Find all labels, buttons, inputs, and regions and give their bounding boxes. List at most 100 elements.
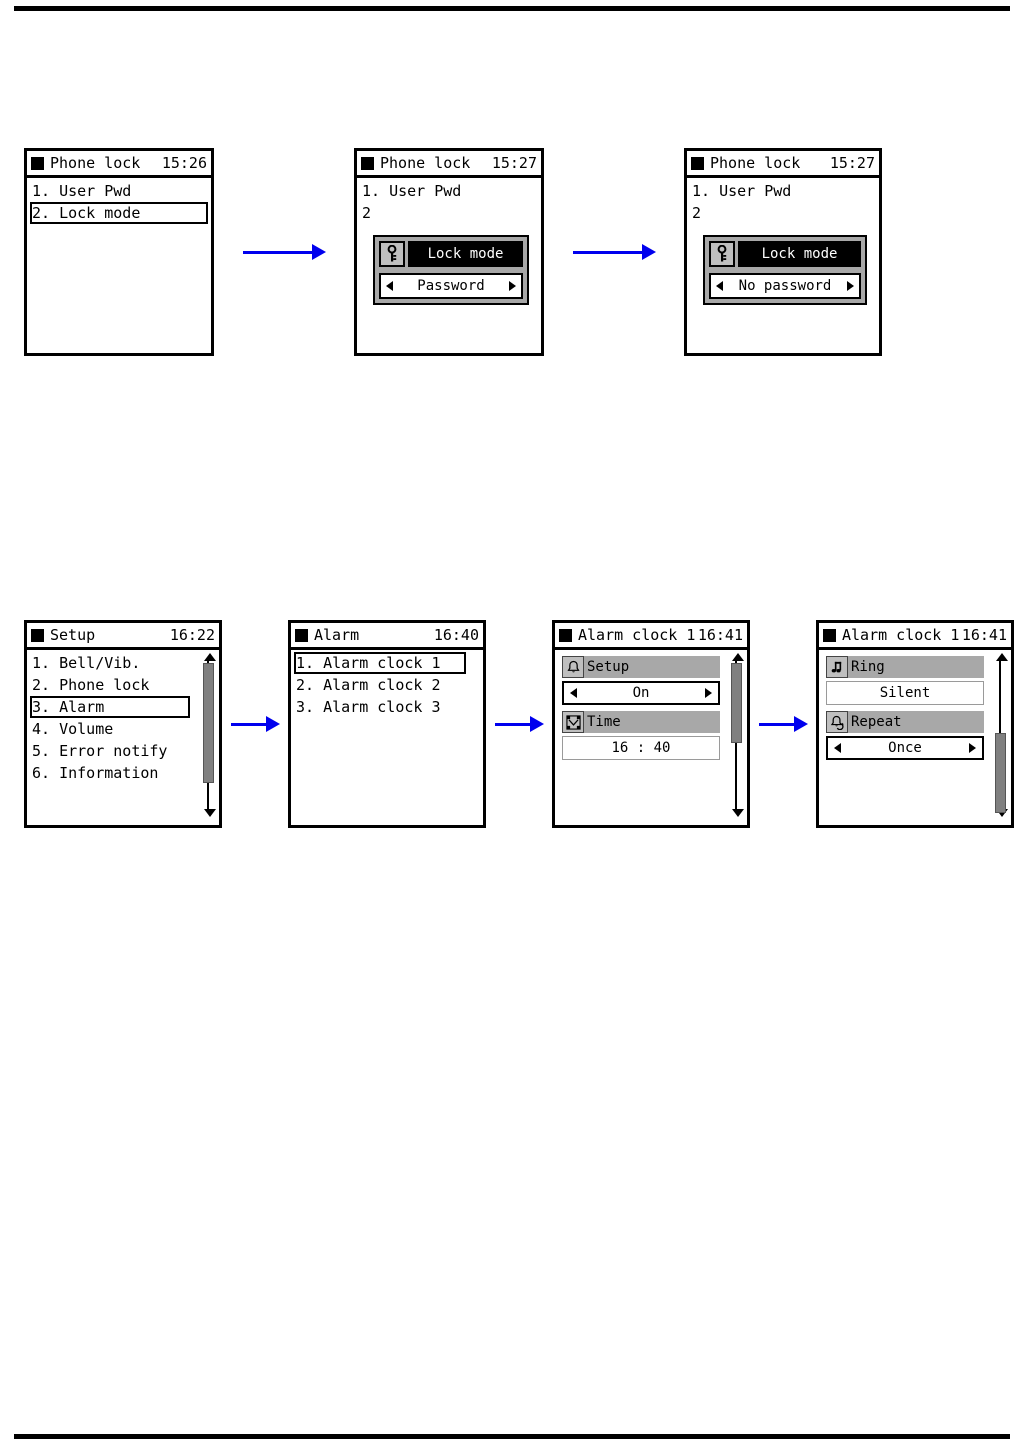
lock-mode-selector[interactable]: No password xyxy=(709,273,861,299)
menu-list: 1. User Pwd 2. Lock mode xyxy=(30,180,208,224)
bell-icon xyxy=(562,656,584,678)
repeat-selector[interactable]: Once xyxy=(826,736,984,760)
list-item[interactable]: 1. User Pwd xyxy=(692,181,792,200)
menu-list: 1. Alarm clock 1 2. Alarm clock 2 3. Ala… xyxy=(294,652,466,718)
arrow-head-icon xyxy=(265,716,280,732)
list-item[interactable]: 1. User Pwd xyxy=(362,181,462,200)
field-label-time: Time xyxy=(562,711,720,733)
status-time: 15:26 xyxy=(161,153,207,172)
lock-mode-dialog[interactable]: Lock mode No password xyxy=(703,235,867,305)
scroll-thumb[interactable] xyxy=(731,663,742,743)
screen-alarm-menu[interactable]: Alarm 16:40 1. Alarm clock 1 2. Alarm cl… xyxy=(288,620,486,828)
scroll-down-arrow-icon[interactable] xyxy=(731,809,744,817)
time-value: 16 : 40 xyxy=(611,740,671,756)
scrollbar[interactable] xyxy=(731,653,744,817)
status-square-icon xyxy=(361,156,374,170)
prev-arrow-icon[interactable] xyxy=(570,688,577,698)
sidebar-item-information[interactable]: 6. Information xyxy=(32,763,159,782)
sidebar-item-error-notify[interactable]: 5. Error notify xyxy=(32,741,168,760)
ring-value: Silent xyxy=(879,685,931,701)
dialog-title: Lock mode xyxy=(738,241,861,267)
flow-arrow xyxy=(222,620,288,828)
list-item-selected[interactable]: 2. Lock mode xyxy=(30,202,208,224)
screen-body: 1. Alarm clock 1 2. Alarm clock 2 3. Ala… xyxy=(291,650,483,825)
scroll-thumb[interactable] xyxy=(995,733,1006,813)
scroll-down-arrow-icon[interactable] xyxy=(995,809,1008,817)
sidebar-item-alarm[interactable]: 3. Alarm xyxy=(30,696,190,718)
setup-value: On xyxy=(632,685,650,701)
ring-value-field[interactable]: Silent xyxy=(826,681,984,705)
prev-arrow-icon[interactable] xyxy=(834,743,841,753)
sidebar-item-volume[interactable]: 4. Volume xyxy=(32,719,114,738)
list-item[interactable]: 2 xyxy=(692,203,702,222)
dialog-header: Lock mode xyxy=(379,241,523,267)
setup-selector[interactable]: On xyxy=(562,681,720,705)
screen-phone-lock-menu[interactable]: Phone lock 15:26 1. User Pwd 2. Lock mod… xyxy=(24,148,214,356)
screen-body: 1. Bell/Vib. 2. Phone lock 3. Alarm 4. V… xyxy=(27,650,219,825)
screen-lock-mode-no-password[interactable]: Phone lock 15:27 1. User Pwd 2 xyxy=(684,148,882,356)
status-time: 15:27 xyxy=(829,153,875,172)
next-arrow-icon[interactable] xyxy=(705,688,712,698)
page-title: Phone lock xyxy=(710,153,801,172)
sidebar-item-bell-vib[interactable]: 1. Bell/Vib. xyxy=(32,653,141,672)
status-time: 16:41 xyxy=(697,625,743,644)
list-item-alarm-clock-1[interactable]: 1. Alarm clock 1 xyxy=(294,652,466,674)
dialog-header: Lock mode xyxy=(709,241,861,267)
menu-list: 1. User Pwd 2 xyxy=(690,180,876,224)
page-title: Alarm xyxy=(314,625,360,644)
dialog-title: Lock mode xyxy=(408,241,523,267)
arrow-head-icon xyxy=(311,244,326,260)
alarm-flow: Setup 16:22 1. Bell/Vib. 2. Phone lock 3… xyxy=(24,620,1014,828)
screen-alarm-clock-1-setup[interactable]: Alarm clock 1 16:41 Setup On xyxy=(552,620,750,828)
page-top-rule xyxy=(14,6,1010,11)
flow-arrow xyxy=(486,620,552,828)
prev-arrow-icon[interactable] xyxy=(716,281,723,291)
list-item-alarm-clock-2[interactable]: 2. Alarm clock 2 xyxy=(296,675,441,694)
status-time: 16:40 xyxy=(433,625,479,644)
list-item[interactable]: 2 xyxy=(362,203,372,222)
page-bottom-rule xyxy=(14,1434,1010,1439)
flow-arrow xyxy=(750,620,816,828)
scroll-up-arrow-icon[interactable] xyxy=(995,653,1008,661)
screen-body: Ring Silent Repeat xyxy=(819,650,1011,825)
next-arrow-icon[interactable] xyxy=(509,281,516,291)
time-value-field[interactable]: 16 : 40 xyxy=(562,736,720,760)
scroll-up-arrow-icon[interactable] xyxy=(731,653,744,661)
scroll-thumb[interactable] xyxy=(203,663,214,783)
lock-mode-dialog[interactable]: Lock mode Password xyxy=(373,235,529,305)
status-square-icon xyxy=(691,156,704,170)
scrollbar[interactable] xyxy=(995,653,1008,817)
arrow-shaft xyxy=(230,722,267,726)
settings-field-group: Ring Silent Repeat xyxy=(822,652,984,760)
prev-arrow-icon[interactable] xyxy=(386,281,393,291)
key-icon xyxy=(379,241,405,267)
page-title: Alarm clock 1 xyxy=(842,625,960,644)
field-label-text: Time xyxy=(587,714,621,730)
status-square-icon xyxy=(295,628,308,642)
settings-field-group: Setup On xyxy=(558,652,720,760)
field-label-text: Repeat xyxy=(851,714,902,730)
lock-mode-value: Password xyxy=(417,278,485,294)
key-icon xyxy=(709,241,735,267)
screen-setup-menu[interactable]: Setup 16:22 1. Bell/Vib. 2. Phone lock 3… xyxy=(24,620,222,828)
arrow-head-icon xyxy=(529,716,544,732)
scroll-down-arrow-icon[interactable] xyxy=(203,809,216,817)
arrow-shaft xyxy=(242,250,313,254)
status-square-icon xyxy=(31,156,44,170)
menu-list: 1. User Pwd 2 xyxy=(360,180,538,224)
scrollbar[interactable] xyxy=(203,653,216,817)
next-arrow-icon[interactable] xyxy=(969,743,976,753)
screen-lock-mode-password[interactable]: Phone lock 15:27 1. User Pwd 2 xyxy=(354,148,544,356)
arrow-shaft xyxy=(758,722,795,726)
list-item[interactable]: 1. User Pwd xyxy=(32,181,132,200)
page-title: Phone lock xyxy=(380,153,471,172)
list-item-alarm-clock-3[interactable]: 3. Alarm clock 3 xyxy=(296,697,441,716)
status-time: 16:22 xyxy=(169,625,215,644)
lock-mode-selector[interactable]: Password xyxy=(379,273,523,299)
arrow-head-icon xyxy=(793,716,808,732)
field-label-repeat: Repeat xyxy=(826,711,984,733)
scroll-up-arrow-icon[interactable] xyxy=(203,653,216,661)
next-arrow-icon[interactable] xyxy=(847,281,854,291)
sidebar-item-phone-lock[interactable]: 2. Phone lock xyxy=(32,675,150,694)
screen-alarm-clock-1-ring[interactable]: Alarm clock 1 16:41 Ring xyxy=(816,620,1014,828)
